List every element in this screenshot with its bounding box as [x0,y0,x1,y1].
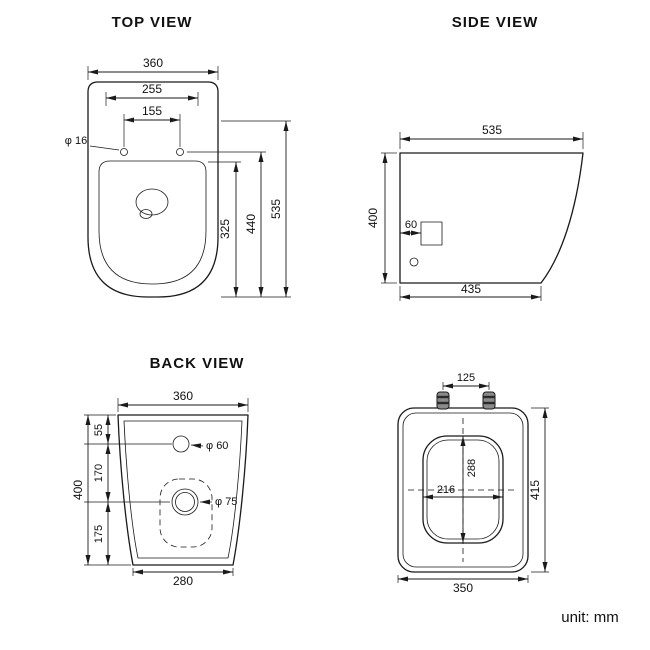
dim-text-255: 255 [142,82,162,96]
top-view-bowl-outline-inner [98,160,207,285]
dim-text-435: 435 [461,282,481,296]
label-phi60: φ 60 [206,440,228,452]
back-outline-outer [117,414,249,566]
dim-text-60: 60 [405,219,417,231]
dim-text-360-back: 360 [173,389,193,403]
seat-view: 125 288 216 415 350 [397,372,549,595]
dim-text-400-side: 400 [366,208,380,228]
dim-text-415: 415 [528,480,542,500]
dim-opening-width-216: 216 [423,484,503,500]
dim-text-55: 55 [93,424,105,436]
label-phi75-group: φ 75 [200,496,237,508]
outlet-spigot [420,221,443,246]
dim-text-350: 350 [453,581,473,595]
side-view: SIDE VIEW 535 400 60 435 [366,14,584,301]
side-profile-outline [399,152,584,284]
dim-text-155: 155 [142,104,162,118]
dim-outlet-offset-60: 60 [400,219,421,236]
dim-text-440: 440 [244,214,258,234]
dim-back-height-400: 400 [71,415,91,565]
dim-hole-phi16: φ 16 [65,135,120,151]
trapway-hidden-outline [159,478,213,548]
dim-top-depth-440: 440 [187,151,266,297]
dim-text-280: 280 [173,574,193,588]
dim-text-175: 175 [93,525,105,543]
hinge-left [436,391,450,410]
dim-text-400-back: 400 [71,480,85,500]
label-phi16: φ 16 [65,135,87,147]
dim-text-288: 288 [466,459,478,477]
top-view-title: TOP VIEW [112,14,193,31]
dim-text-535-side: 535 [482,123,502,137]
dim-lid-height-415: 415 [528,407,549,573]
side-fixing-hole [409,257,419,267]
dim-text-216: 216 [437,484,455,496]
dim-text-535-top: 535 [269,199,283,219]
dim-side-depth-435: 435 [399,282,542,301]
dim-lid-width-350: 350 [397,575,529,595]
seat-fixing-hole-right [176,148,184,156]
back-view-title: BACK VIEW [150,355,245,372]
dim-side-depth-535: 535 [399,123,584,149]
dim-top-width-255: 255 [105,82,199,106]
dim-hinge-span-125: 125 [442,372,490,390]
dim-top-width-360: 360 [87,56,219,80]
dim-back-seg-170: 170 [93,444,111,502]
dim-text-360-top: 360 [143,56,163,70]
lid-outline-inner [402,412,524,568]
dim-text-325: 325 [218,219,232,239]
drain-opening-small [139,209,153,219]
dim-back-width-280: 280 [132,568,234,588]
top-view: TOP VIEW 360 255 155 φ 16 [65,14,291,298]
inlet-hole-phi60 [172,435,190,453]
side-view-title: SIDE VIEW [452,14,539,31]
outlet-hole-phi75-inner [175,492,195,512]
dim-top-depth-325: 325 [208,161,241,297]
hinge-right [482,391,496,410]
lid-outline-outer [397,407,529,573]
dim-text-170: 170 [93,464,105,482]
seat-fixing-hole-left [120,148,128,156]
unit-label: unit: mm [561,609,619,626]
dim-top-width-155: 155 [123,104,181,147]
label-phi60-group: φ 60 [190,440,228,452]
dim-back-width-360: 360 [117,389,249,412]
dim-side-height-400: 400 [366,152,397,284]
outlet-hole-phi75-outer [171,488,199,516]
back-outline-inner [123,420,243,559]
dim-back-seg-55: 55 [93,415,111,444]
label-phi75: φ 75 [215,496,237,508]
dim-text-125: 125 [457,372,475,384]
dim-back-seg-175: 175 [93,502,111,565]
dim-top-depth-535: 535 [221,120,291,297]
back-view: BACK VIEW φ 60 φ 75 360 55 [71,355,249,588]
top-view-bowl-outline-outer [87,81,219,298]
drain-opening [135,188,169,216]
dim-opening-height-288: 288 [460,436,478,543]
